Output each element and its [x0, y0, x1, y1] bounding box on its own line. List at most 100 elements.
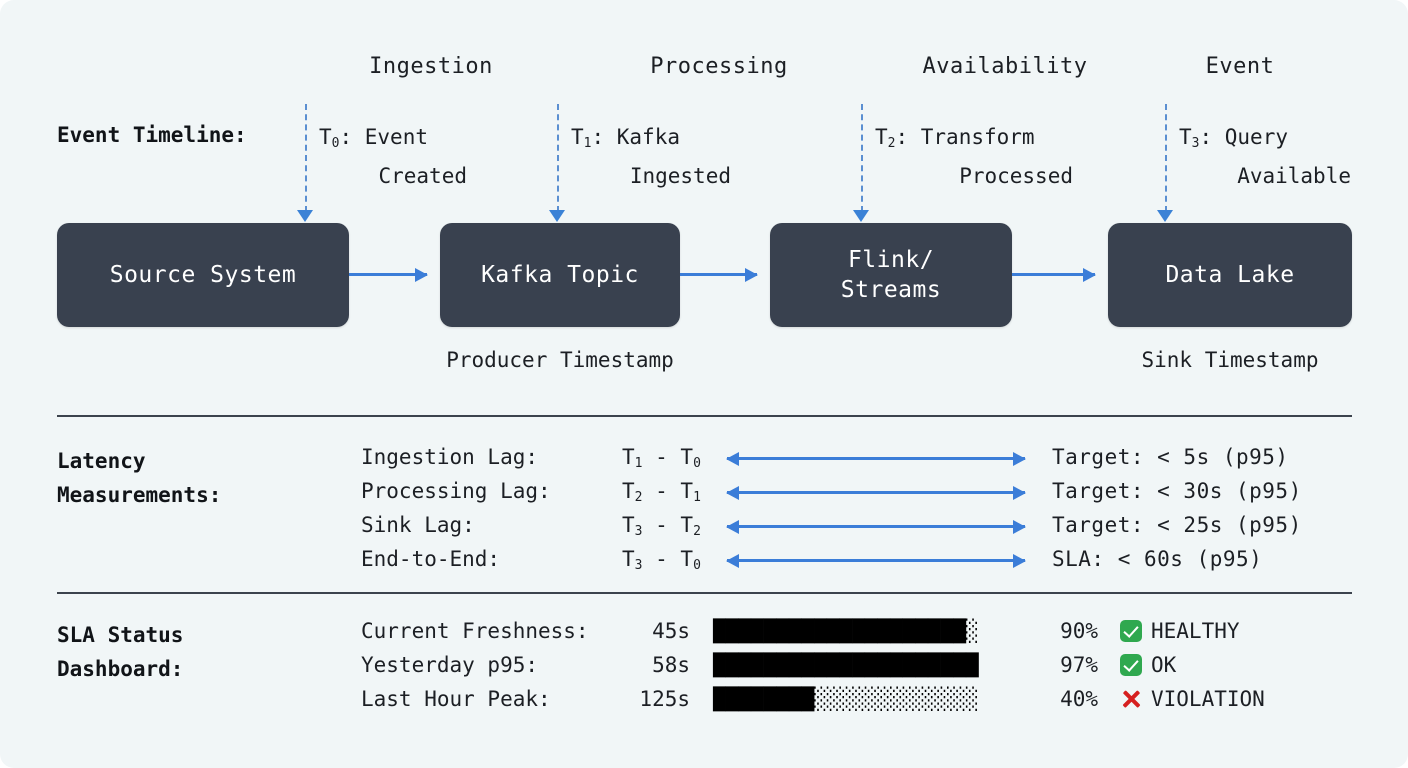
timeline-marker-t3: T3: Query Available [1179, 121, 1351, 193]
sla-section-label: SLA Status Dashboard: [57, 618, 183, 686]
expr-a-sub: 2 [634, 490, 643, 505]
sla-row-name: Last Hour Peak: [361, 687, 551, 711]
timeline-droparrow-t2 [853, 210, 869, 222]
latency-row-expression: T3 - T2 [622, 513, 701, 539]
marker-sub: 2 [887, 136, 896, 151]
marker-tag: T [875, 125, 888, 149]
expr-minus: - [642, 445, 681, 469]
timeline-dropline-t1 [557, 104, 559, 212]
expr-a: T [622, 513, 635, 537]
sla-row-status: VIOLATION [1120, 687, 1265, 711]
pipeline-node-flink-streams[interactable]: Flink/ Streams [770, 223, 1012, 327]
sla-status-text: HEALTHY [1151, 619, 1240, 643]
node-line2: Streams [840, 277, 942, 303]
expr-b-sub: 2 [693, 524, 701, 539]
flow-arrow-source-to-kafka [349, 267, 428, 282]
stage-header-processing: Processing [650, 54, 788, 79]
sla-progress-bar: ████████████████████░ [713, 619, 979, 643]
timeline-droparrow-t1 [549, 210, 565, 222]
latency-row-expression: T2 - T1 [622, 479, 701, 505]
sla-label-line2: Dashboard: [57, 657, 184, 681]
latency-row-name: End-to-End: [361, 547, 501, 571]
timeline-marker-t1: T1: Kafka Ingested [571, 121, 731, 193]
expr-a: T [622, 445, 635, 469]
expr-b: T [680, 513, 694, 537]
expr-a-sub: 3 [634, 524, 643, 539]
sla-row-name: Yesterday p95: [361, 653, 539, 677]
marker-line2: Processed [959, 164, 1073, 188]
sla-label-line1: SLA Status [57, 623, 184, 647]
sla-progress-bar: ████████░░░░░░░░░░░░░ [713, 687, 979, 711]
sla-row-status: HEALTHY [1120, 619, 1240, 643]
expr-a-sub: 1 [634, 456, 643, 471]
latency-span-arrow [726, 553, 1026, 568]
expr-b-sub: 0 [693, 558, 701, 573]
marker-sub: 1 [583, 136, 592, 151]
sla-row-percent: 97% [1060, 653, 1098, 677]
expr-b: T [680, 445, 694, 469]
sla-progress-bar: █████████████████████ [713, 653, 979, 677]
sla-row-name: Current Freshness: [361, 619, 589, 643]
marker-line1: : Event [339, 125, 428, 149]
marker-sub: 3 [1191, 136, 1200, 151]
latency-label-line2: Measurements: [57, 483, 222, 507]
expr-b-sub: 1 [693, 490, 701, 505]
expr-a-sub: 3 [634, 558, 643, 573]
pipeline-node-source-system[interactable]: Source System [57, 223, 349, 327]
event-timeline-label: Event Timeline: [57, 123, 247, 147]
node-line1: Kafka Topic [481, 262, 639, 288]
marker-line2: Ingested [629, 164, 731, 188]
flow-arrow-kafka-to-flink [680, 267, 758, 282]
marker-tag: T [319, 125, 332, 149]
latency-row-expression: T1 - T0 [622, 445, 701, 471]
latency-row-name: Processing Lag: [361, 479, 551, 503]
latency-span-arrow [726, 485, 1026, 500]
latency-row-expression: T3 - T0 [622, 547, 701, 573]
sla-row-value: 45s [652, 619, 690, 643]
expr-b: T [680, 479, 694, 503]
latency-span-arrow [726, 451, 1026, 466]
marker-line1: : Kafka [591, 125, 680, 149]
expr-b: T [680, 547, 694, 571]
pipeline-node-data-lake[interactable]: Data Lake [1108, 223, 1352, 327]
sla-row-value: 125s [639, 687, 690, 711]
latency-row-name: Sink Lag: [361, 513, 475, 537]
cross-mark-icon [1120, 688, 1142, 710]
timeline-droparrow-t3 [1157, 210, 1173, 222]
flow-arrow-flink-to-lake [1012, 267, 1096, 282]
expr-minus: - [642, 547, 681, 571]
sla-row-percent: 90% [1060, 619, 1098, 643]
pipeline-node-kafka-topic[interactable]: Kafka Topic [440, 223, 680, 327]
latency-span-arrow [726, 519, 1026, 534]
divider-sla [57, 592, 1352, 594]
check-badge-icon [1120, 620, 1142, 642]
sla-row-status: OK [1120, 653, 1176, 677]
latency-section-label: Latency Measurements: [57, 444, 221, 512]
timeline-droparrow-t0 [297, 210, 313, 222]
marker-line2: Available [1237, 164, 1351, 188]
divider-latency [57, 415, 1352, 417]
latency-row-target: SLA: < 60s (p95) [1052, 547, 1263, 571]
expr-minus: - [642, 513, 681, 537]
expr-b-sub: 0 [693, 456, 701, 471]
marker-tag: T [1179, 125, 1192, 149]
latency-row-target: Target: < 30s (p95) [1052, 479, 1302, 503]
caption-producer-timestamp: Producer Timestamp [446, 348, 674, 372]
sla-status-text: OK [1151, 653, 1177, 677]
stage-header-event: Event [1205, 54, 1275, 79]
timeline-marker-t0: T0: Event Created [319, 121, 467, 193]
node-line1: Flink/ [847, 247, 935, 273]
expr-a: T [622, 479, 635, 503]
stage-header-ingestion: Ingestion [369, 54, 493, 79]
node-line1: Source System [109, 262, 297, 288]
check-badge-icon [1120, 654, 1142, 676]
node-line1: Data Lake [1165, 262, 1295, 288]
marker-sub: 0 [331, 136, 340, 151]
timeline-dropline-t3 [1165, 104, 1167, 212]
marker-line1: : Query [1199, 125, 1288, 149]
latency-row-target: Target: < 5s (p95) [1052, 445, 1289, 469]
sla-status-text: VIOLATION [1151, 687, 1265, 711]
marker-line1: : Transform [895, 125, 1035, 149]
sla-row-value: 58s [652, 653, 690, 677]
